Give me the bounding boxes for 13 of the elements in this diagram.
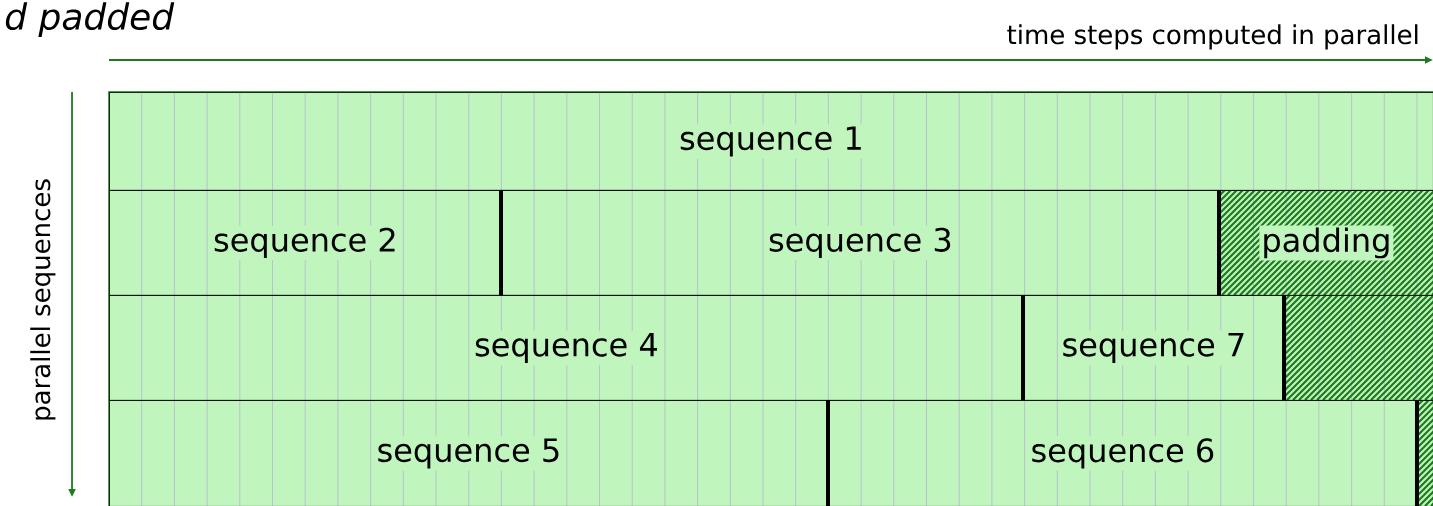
sequence-block: sequence 6: [828, 400, 1418, 506]
sequence-block: sequence 7: [1023, 295, 1285, 401]
padding-block: [1284, 295, 1433, 401]
axis-label: parallel sequences: [30, 179, 56, 420]
padding-block: [1417, 400, 1433, 506]
sequence-block: sequence 2: [109, 190, 502, 296]
sequence-block: sequence 4: [109, 295, 1024, 401]
sequence-block: sequence 5: [109, 400, 829, 506]
axis-label: time steps computed in parallel: [1007, 24, 1418, 50]
padding-block: padding: [1219, 190, 1433, 296]
heading-text: d padded: [5, 2, 175, 38]
sequence-block: sequence 3: [501, 190, 1220, 296]
sequence-block: sequence 1: [109, 92, 1433, 191]
